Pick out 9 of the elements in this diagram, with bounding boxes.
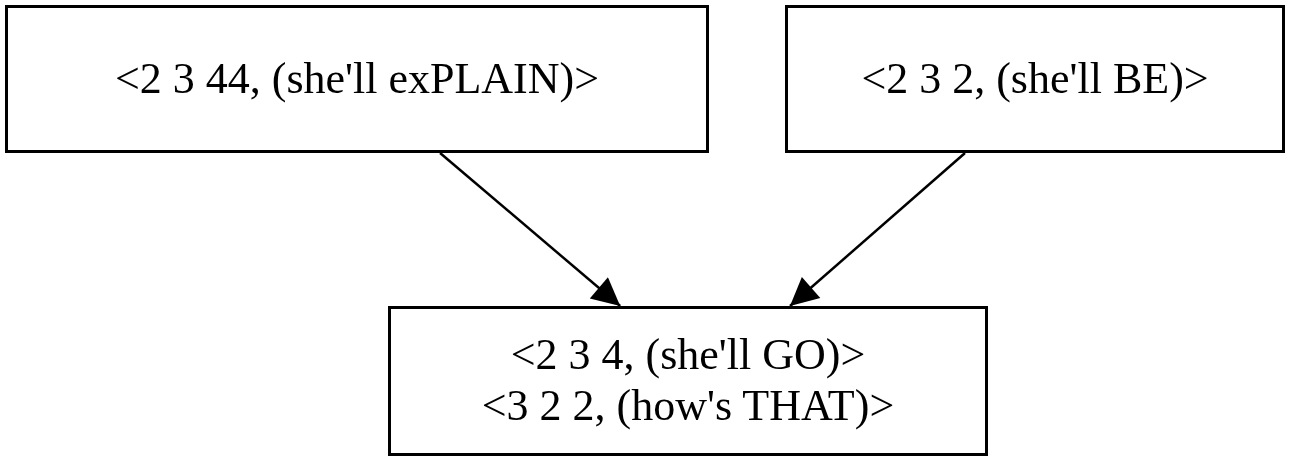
process-box	[5, 5, 709, 153]
process-box	[388, 306, 988, 456]
arrow	[439, 152, 621, 307]
node-label: <3 2 2, (how's THAT)>	[481, 381, 895, 432]
node-label: <2 3 2, (she'll BE)>	[861, 53, 1209, 105]
node-label: <2 3 4, (she'll GO)>	[510, 330, 866, 381]
process-box	[785, 5, 1285, 153]
node-label: <2 3 44, (she'll exPLAIN)>	[114, 53, 599, 105]
arrow	[789, 152, 966, 307]
